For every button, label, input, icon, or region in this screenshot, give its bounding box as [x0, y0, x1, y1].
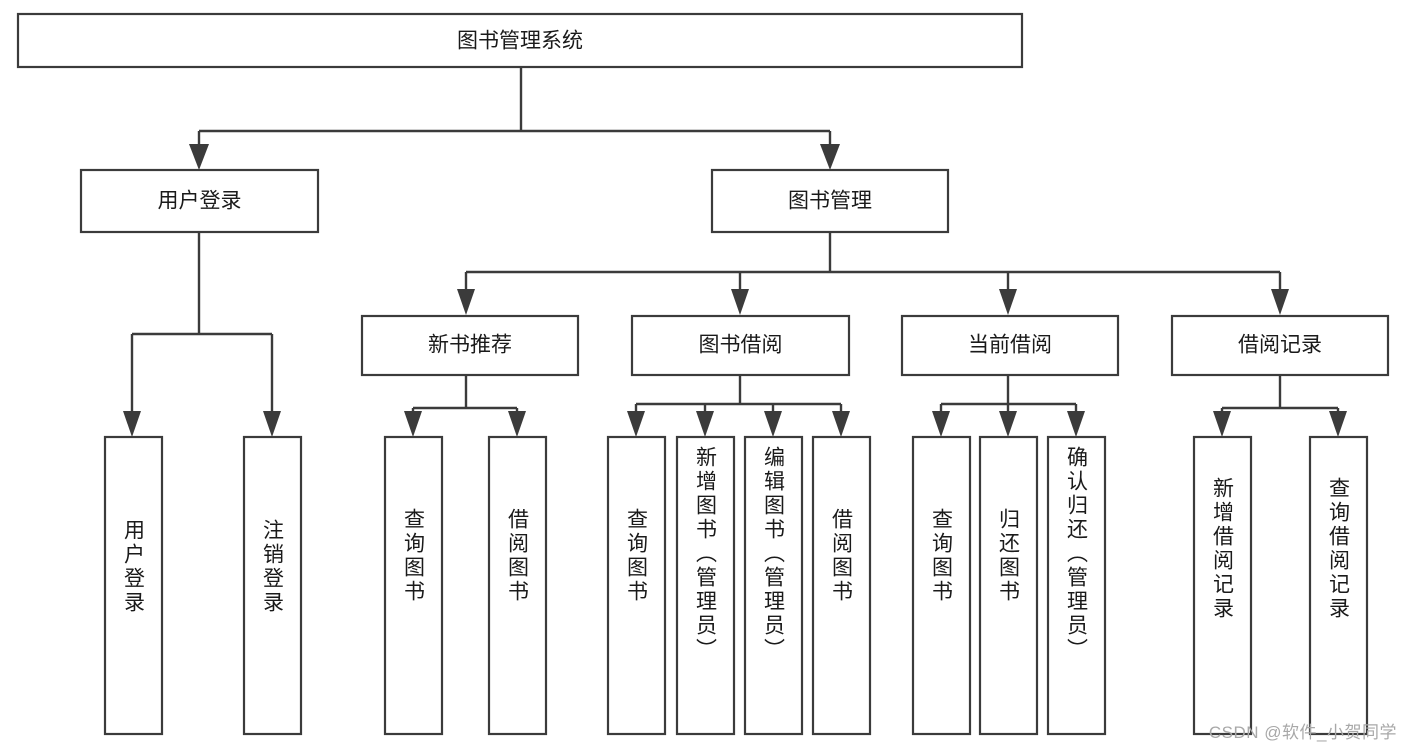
connector-group-bookmanage-to-level3 [457, 232, 1289, 315]
arrow-leaf-add-record [1213, 411, 1231, 437]
node-leaf-borrow-book-1[interactable]: 借阅图书 [487, 435, 548, 736]
node-book-manage-box[interactable] [710, 168, 950, 234]
node-user-login[interactable]: 用户登录 [79, 168, 320, 234]
node-leaf-confirm-return-label: 确认归还（管理员） [1065, 446, 1089, 662]
node-new-book-rec-box[interactable] [360, 314, 580, 377]
node-leaf-add-book-box[interactable] [675, 435, 736, 736]
node-leaf-user-login[interactable]: 用户登录 [103, 435, 164, 736]
arrow-borrow-record [1271, 289, 1289, 315]
node-leaf-add-book[interactable]: 新增图书（管理员） [675, 435, 736, 736]
node-book-manage-label: 图书管理 [788, 190, 872, 213]
node-leaf-borrow-book-2-label: 借阅图书 [830, 508, 854, 604]
arrow-leaf-query-book-3 [932, 411, 950, 437]
node-leaf-query-book-2-label: 查询图书 [625, 508, 649, 604]
arrow-new-book-rec [457, 289, 475, 315]
node-book-borrow[interactable]: 图书借阅 [630, 314, 851, 377]
node-leaf-add-record-box[interactable] [1192, 435, 1253, 736]
node-leaf-add-record-label: 新增借阅记录 [1211, 477, 1235, 621]
node-leaf-borrow-book-1-box[interactable] [487, 435, 548, 736]
node-leaf-borrow-book-2-box[interactable] [811, 435, 872, 736]
csdn-watermark: CSDN @软件_小贺同学 [1208, 723, 1397, 742]
node-user-login-label: 用户登录 [158, 190, 242, 213]
node-leaf-user-logout[interactable]: 注销登录 [242, 435, 303, 736]
node-current-borrow-box[interactable] [900, 314, 1120, 377]
arrow-leaf-edit-book [764, 411, 782, 437]
node-book-borrow-box[interactable] [630, 314, 851, 377]
connector-group-newbookrec-to-leaves [404, 375, 526, 437]
node-leaf-query-book-1-label: 查询图书 [402, 508, 426, 604]
node-root[interactable]: 图书管理系统 [16, 12, 1024, 69]
node-leaf-query-book-1-box[interactable] [383, 435, 444, 736]
node-leaf-borrow-book-1-label: 借阅图书 [506, 508, 530, 604]
node-leaf-user-logout-box[interactable] [242, 435, 303, 736]
node-leaf-query-book-3-label: 查询图书 [930, 508, 954, 604]
node-leaf-return-book[interactable]: 归还图书 [978, 435, 1039, 736]
node-leaf-confirm-return-box[interactable] [1046, 435, 1107, 736]
node-root-box[interactable] [16, 12, 1024, 69]
node-borrow-record-label: 借阅记录 [1238, 334, 1322, 357]
node-leaf-query-book-2-box[interactable] [606, 435, 667, 736]
node-leaf-edit-book[interactable]: 编辑图书（管理员） [743, 435, 804, 736]
node-leaf-add-book-label: 新增图书（管理员） [694, 446, 718, 662]
node-leaf-user-logout-label: 注销登录 [261, 519, 285, 615]
connector-group-currentborrow-to-leaves [932, 375, 1085, 437]
node-borrow-record[interactable]: 借阅记录 [1170, 314, 1390, 377]
node-leaf-user-login-box[interactable] [103, 435, 164, 736]
node-leaf-confirm-return[interactable]: 确认归还（管理员） [1046, 435, 1107, 736]
node-leaf-user-login-label: 用户登录 [122, 519, 146, 615]
arrow-current-borrow [999, 289, 1017, 315]
arrow-book-manage [820, 144, 840, 170]
arrow-leaf-query-record [1329, 411, 1347, 437]
node-new-book-rec-label: 新书推荐 [428, 334, 512, 357]
node-book-manage[interactable]: 图书管理 [710, 168, 950, 234]
node-leaf-edit-book-label: 编辑图书（管理员） [762, 446, 786, 662]
node-leaf-query-book-3-box[interactable] [911, 435, 972, 736]
arrow-leaf-query-book-2 [627, 411, 645, 437]
arrow-leaf-user-login [123, 411, 141, 437]
node-leaf-edit-book-box[interactable] [743, 435, 804, 736]
node-leaf-borrow-book-2[interactable]: 借阅图书 [811, 435, 872, 736]
node-leaf-add-record[interactable]: 新增借阅记录 [1192, 435, 1253, 736]
connector-group-root-to-level2 [189, 67, 840, 170]
node-new-book-rec[interactable]: 新书推荐 [360, 314, 580, 377]
node-leaf-query-record[interactable]: 查询借阅记录 [1308, 435, 1369, 736]
node-leaf-query-book-3[interactable]: 查询图书 [911, 435, 972, 736]
arrow-leaf-confirm-return [1067, 411, 1085, 437]
node-leaf-query-record-box[interactable] [1308, 435, 1369, 736]
arrow-leaf-return-book [999, 411, 1017, 437]
arrow-book-borrow [731, 289, 749, 315]
node-leaf-query-book-1[interactable]: 查询图书 [383, 435, 444, 736]
node-current-borrow[interactable]: 当前借阅 [900, 314, 1120, 377]
connector-group-userlogin-to-leaves [123, 232, 281, 437]
arrow-leaf-user-logout [263, 411, 281, 437]
node-book-borrow-label: 图书借阅 [699, 334, 783, 357]
node-leaf-query-record-label: 查询借阅记录 [1327, 477, 1351, 621]
connector-group-bookborrow-to-leaves [627, 375, 850, 437]
node-borrow-record-box[interactable] [1170, 314, 1390, 377]
node-leaf-query-book-2[interactable]: 查询图书 [606, 435, 667, 736]
node-leaf-return-book-box[interactable] [978, 435, 1039, 736]
node-user-login-box[interactable] [79, 168, 320, 234]
node-root-label: 图书管理系统 [457, 30, 583, 53]
arrow-leaf-query-book-1 [404, 411, 422, 437]
arrow-user-login [189, 144, 209, 170]
connector-group-borrowrecord-to-leaves [1213, 375, 1347, 437]
arrow-leaf-borrow-book-1 [508, 411, 526, 437]
arrow-leaf-add-book [696, 411, 714, 437]
node-leaf-return-book-label: 归还图书 [997, 508, 1021, 604]
node-current-borrow-label: 当前借阅 [968, 334, 1052, 357]
arrow-leaf-borrow-book-2 [832, 411, 850, 437]
